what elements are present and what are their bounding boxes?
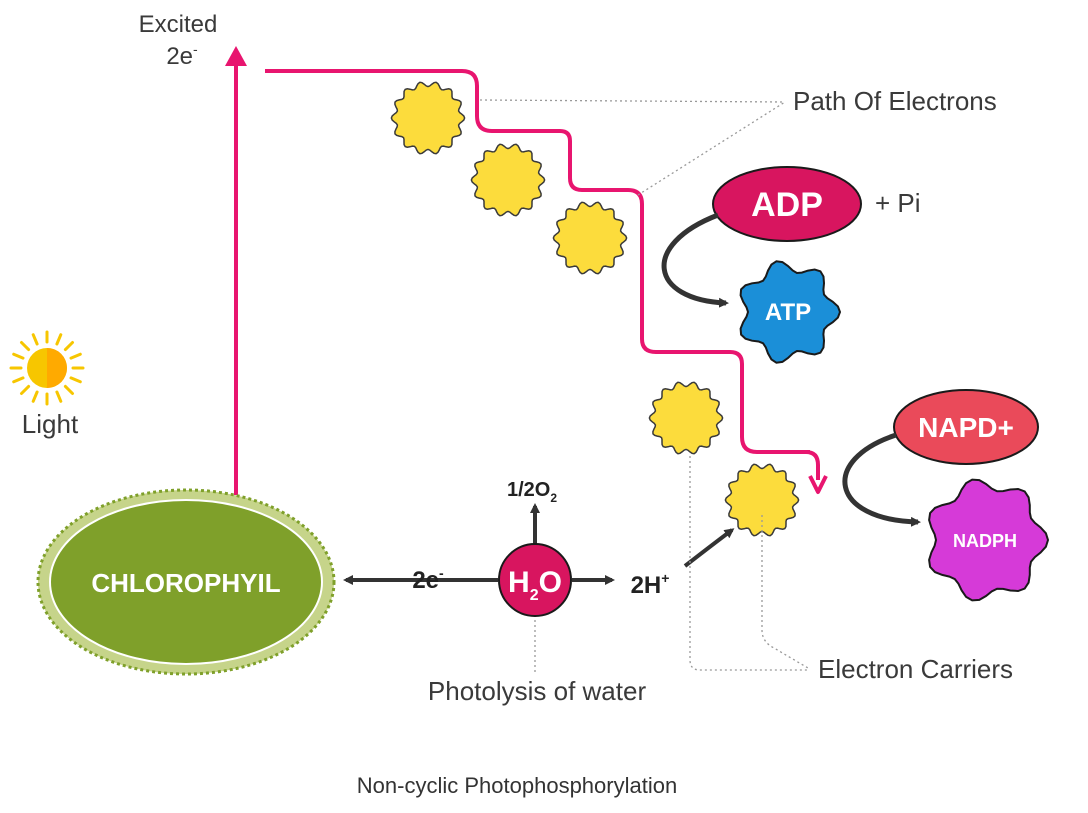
sun-ray bbox=[69, 352, 82, 360]
nadph-node: NADPH bbox=[928, 478, 1050, 602]
oxygen-label: 1/2O2 bbox=[507, 479, 557, 505]
electron-carrier-1 bbox=[390, 81, 466, 155]
sun-ray bbox=[55, 390, 63, 403]
proton-to-carrier-arrow bbox=[683, 528, 735, 568]
atp-node: ATP bbox=[739, 260, 842, 364]
sun-ray bbox=[12, 352, 25, 360]
electron-carriers-label: Electron Carriers bbox=[818, 654, 1013, 684]
electron-carrier-4 bbox=[648, 381, 724, 455]
diagram-caption: Non-cyclic Photophosphorylation bbox=[357, 773, 677, 798]
nadph-label: NADPH bbox=[953, 531, 1017, 551]
excited-2e-label: 2e- bbox=[166, 41, 198, 70]
h2o-label: H2O bbox=[508, 566, 562, 604]
h2o-node: H2O bbox=[498, 543, 572, 617]
electron-carriers-leaders bbox=[689, 456, 809, 671]
sun-ray bbox=[12, 376, 25, 384]
left-2e-label: 2e- bbox=[412, 565, 444, 594]
sun-ray bbox=[55, 333, 63, 346]
sun-ray bbox=[20, 341, 31, 352]
adp-label: ADP bbox=[751, 186, 823, 224]
electron-carrier-5 bbox=[724, 463, 800, 537]
electron-carrier-2 bbox=[470, 143, 546, 217]
napd-to-nadph-arrow bbox=[842, 432, 921, 527]
photolysis-label: Photolysis of water bbox=[428, 676, 647, 706]
electron-carriers-group bbox=[390, 81, 800, 537]
napd-label: NAPD+ bbox=[918, 412, 1014, 443]
chlorophyll-node: CHLOROPHYIL bbox=[36, 488, 336, 676]
path-of-electrons-label: Path Of Electrons bbox=[793, 86, 997, 116]
electron-path-line bbox=[265, 69, 828, 494]
sun-ray bbox=[20, 384, 31, 395]
adp-node: ADP bbox=[712, 166, 862, 242]
sun-ray bbox=[31, 333, 39, 346]
napd-node: NAPD+ bbox=[893, 389, 1039, 465]
adp-to-atp-arrow bbox=[661, 212, 729, 308]
right-2h-label: 2H+ bbox=[631, 570, 670, 599]
chlorophyil-label: CHLOROPHYIL bbox=[91, 568, 280, 598]
excitation-arrow bbox=[225, 46, 247, 495]
atp-label: ATP bbox=[765, 299, 811, 326]
sun-icon bbox=[9, 330, 85, 406]
path-of-electrons-leaders bbox=[479, 99, 786, 196]
plus-pi-label: + Pi bbox=[875, 188, 921, 218]
sun-ray bbox=[63, 384, 74, 395]
excited-label: Excited bbox=[139, 11, 218, 38]
sun-ray bbox=[63, 341, 74, 352]
light-label: Light bbox=[22, 409, 79, 439]
sun-ray bbox=[69, 376, 82, 384]
sun-ray bbox=[31, 390, 39, 403]
electron-carrier-3 bbox=[552, 201, 628, 275]
